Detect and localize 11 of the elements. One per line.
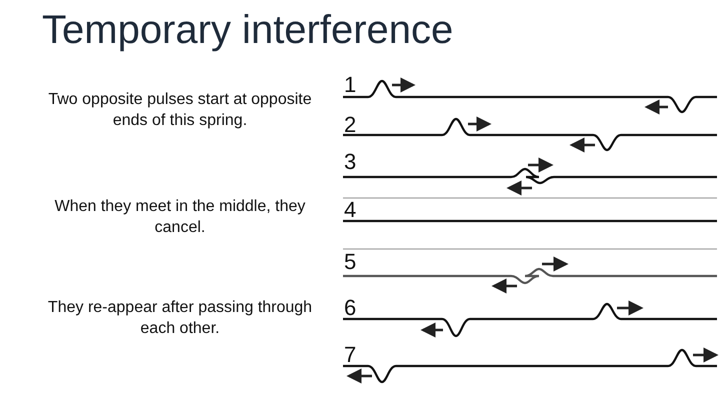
description-text: When they meet in the middle, they cancel. <box>54 197 306 238</box>
row-number: 6 <box>344 297 356 319</box>
row-number: 2 <box>344 114 356 136</box>
description-text: Two opposite pulses start at opposite ends of this spring. <box>47 90 313 131</box>
slide-title: Temporary interference <box>42 8 454 53</box>
row-number: 3 <box>344 151 356 173</box>
row-number: 7 <box>344 344 356 366</box>
description-text: They re-appear after passing through each other. <box>46 298 314 339</box>
row-number: 4 <box>344 199 356 221</box>
row-number: 1 <box>344 74 356 96</box>
row-number: 5 <box>344 251 356 273</box>
